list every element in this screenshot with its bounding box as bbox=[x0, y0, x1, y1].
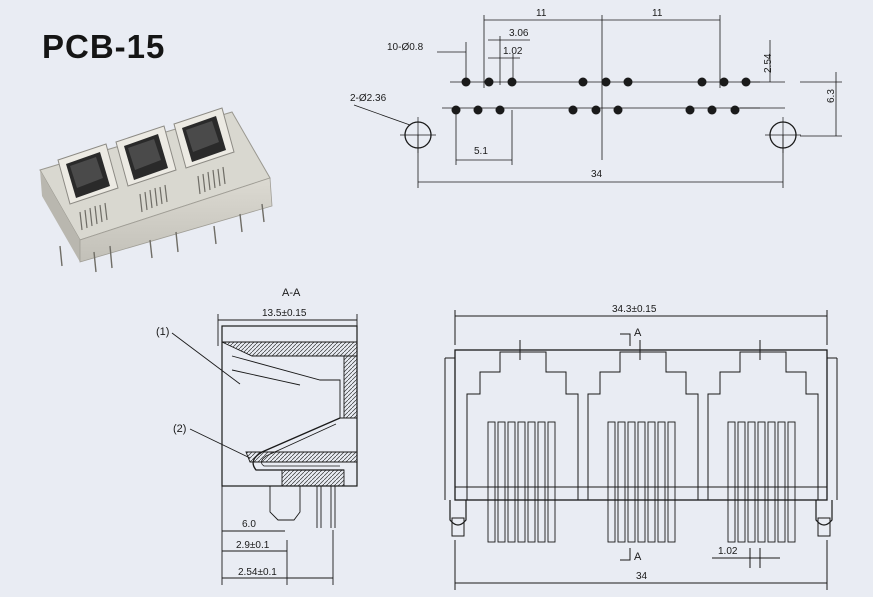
callout-1: (1) bbox=[156, 326, 169, 338]
section-view bbox=[171, 314, 358, 585]
front-port-3 bbox=[707, 340, 819, 500]
part-number-title: PCB-15 bbox=[42, 28, 166, 65]
dim-51-label: 5.1 bbox=[474, 146, 488, 157]
section-aa-label: A-A bbox=[282, 287, 301, 299]
dim-60-label: 6.0 bbox=[242, 519, 256, 530]
section-width-label: 13.5±0.15 bbox=[262, 308, 307, 319]
dim-306-label: 3.06 bbox=[509, 28, 529, 39]
front-width-bottom-label: 34 bbox=[636, 571, 648, 582]
front-width-top-label: 34.3±0.15 bbox=[612, 304, 657, 315]
peg-holes-label: 2-Ø2.36 bbox=[350, 93, 387, 104]
front-labels: 34.3±0.15 A A 1.02 34 bbox=[612, 304, 738, 582]
pcb-footprint bbox=[353, 15, 842, 188]
photo-port-2 bbox=[115, 125, 177, 187]
section-labels: A-A 13.5±0.15 (1) (2) 6.0 2.9±0.1 2.54±0… bbox=[156, 287, 307, 578]
front-port-2 bbox=[587, 340, 699, 500]
holes-label: 10-Ø0.8 bbox=[387, 42, 424, 53]
callout-2: (2) bbox=[173, 423, 186, 435]
pitch-right-label: 11 bbox=[652, 8, 663, 19]
footprint-labels: 11 11 3.06 1.02 10-Ø0.8 2.54 6.3 2-Ø2.36… bbox=[350, 8, 837, 180]
photo-port-3 bbox=[173, 107, 235, 169]
dim-102-label: 1.02 bbox=[503, 46, 523, 57]
connector-photo bbox=[39, 107, 273, 273]
section-mark-a-top: A bbox=[634, 327, 642, 339]
footprint-peg-holes bbox=[400, 117, 801, 153]
photo-port-1 bbox=[57, 143, 119, 205]
pitch-left-label: 11 bbox=[536, 8, 547, 19]
dim-254-label: 2.54 bbox=[763, 53, 774, 73]
front-port-1 bbox=[466, 340, 579, 500]
dim-254-section-label: 2.54±0.1 bbox=[238, 567, 277, 578]
section-mark-a-bottom: A bbox=[634, 551, 642, 563]
front-view bbox=[444, 310, 838, 590]
footprint-holes bbox=[451, 77, 751, 115]
dim-29-label: 2.9±0.1 bbox=[236, 540, 270, 551]
overall-34-label: 34 bbox=[591, 169, 603, 180]
dim-63-label: 6.3 bbox=[826, 89, 837, 103]
front-dim-102-label: 1.02 bbox=[718, 546, 738, 557]
